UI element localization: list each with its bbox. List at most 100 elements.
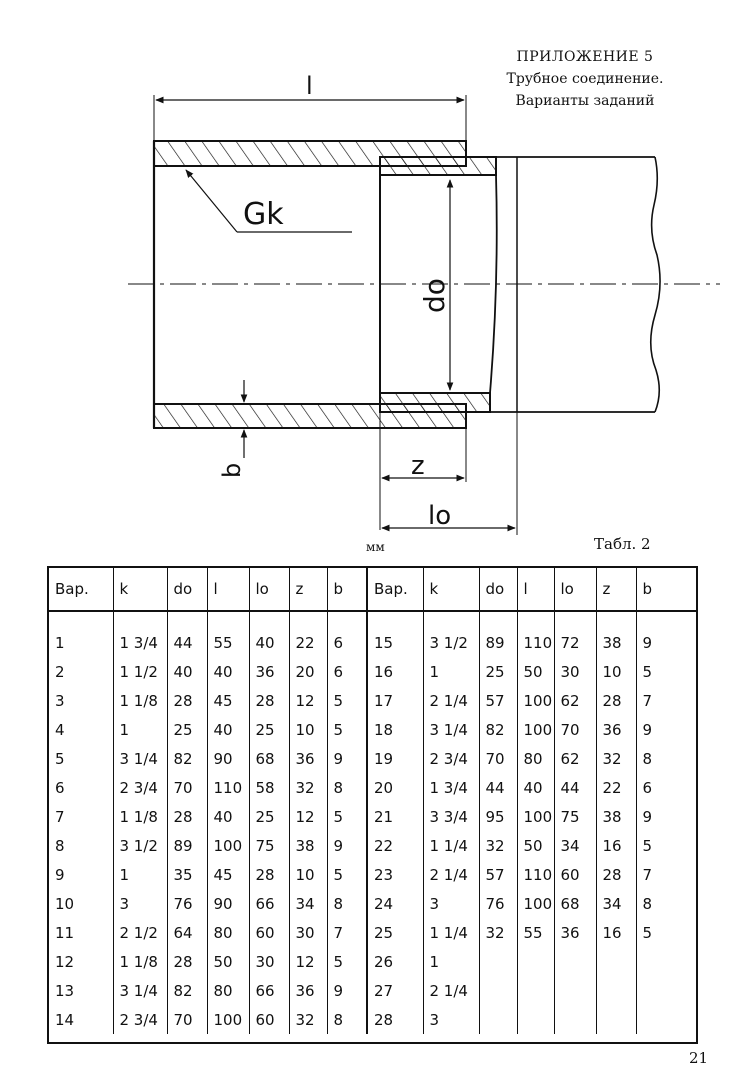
table-cell-variant: 12 <box>55 952 75 971</box>
table-cell-lo-2 <box>553 947 596 976</box>
table-cell-k: 3 <box>112 889 167 918</box>
table-cell-lo: 25 <box>248 802 289 831</box>
table-cell-variant-2: 17 <box>366 686 423 715</box>
table-cell-b: 5 <box>326 802 367 831</box>
table-cell-k-2: 3 3/4 <box>422 802 479 831</box>
table-cell-l-2: 80 <box>516 744 554 773</box>
table-cell-lo: 66 <box>248 889 289 918</box>
table-cell-z: 12 <box>288 947 327 976</box>
table-cell-l: 90 <box>206 744 249 773</box>
table-cell-z: 32 <box>288 773 327 802</box>
table-cell-k: 1 3/4 <box>112 611 167 657</box>
break-line <box>649 156 661 413</box>
table-cell-variant: 11 <box>55 923 75 942</box>
table-cell-do-2: 70 <box>478 744 517 773</box>
table-cell-z: 12 <box>288 802 327 831</box>
table-cell-b-2 <box>635 1005 696 1034</box>
table-cell-z-2: 28 <box>595 860 636 889</box>
table-cell-do-2: 89 <box>478 611 517 657</box>
table-cell-k-2: 2 1/4 <box>422 976 479 1005</box>
table-cell-variant-2: 24 <box>366 889 423 918</box>
table-cell-do-2: 76 <box>478 889 517 918</box>
column-header-variant: Вар. <box>49 568 113 612</box>
column-header-b: b <box>326 568 367 612</box>
table-cell-lo: 28 <box>248 860 289 889</box>
table-cell-do: 89 <box>166 831 207 860</box>
table-cell-b: 8 <box>326 773 367 802</box>
table-cell-do-2: 44 <box>478 773 517 802</box>
table-cell-do: 40 <box>166 657 207 686</box>
table-cell-variant-2: 15 <box>366 611 423 657</box>
table-cell-k-2: 1 1/4 <box>422 831 479 860</box>
table-cell-k: 1 1/8 <box>112 947 167 976</box>
table-cell-z: 10 <box>288 715 327 744</box>
table-cell-l-2: 50 <box>516 657 554 686</box>
table-cell-b: 6 <box>326 611 367 657</box>
table-cell-b-2: 7 <box>635 860 696 889</box>
table-cell-l: 40 <box>206 657 249 686</box>
table-cell-l-2 <box>516 1005 554 1034</box>
table-cell-b: 5 <box>326 686 367 715</box>
appendix-title: ПРИЛОЖЕНИЕ 5 <box>516 49 654 65</box>
table-cell-lo: 30 <box>248 947 289 976</box>
table-cell-l-2: 55 <box>516 918 554 947</box>
table-cell-z: 38 <box>288 831 327 860</box>
table-cell-l-2: 100 <box>516 889 554 918</box>
column-header-l-2: l <box>516 568 554 612</box>
table-cell-k-2: 3 1/4 <box>422 715 479 744</box>
table-cell-b-2: 5 <box>635 657 696 686</box>
table-cell-z-2: 38 <box>595 611 636 657</box>
table-cell-l: 110 <box>206 773 249 802</box>
table-cell-variant-2: 20 <box>366 773 423 802</box>
table-cell-l-2: 100 <box>516 802 554 831</box>
table-cell-do: 82 <box>166 744 207 773</box>
table-cell-b-2: 9 <box>635 611 696 657</box>
table-cell-variant: 2 <box>55 662 65 681</box>
table-cell-k-2: 3 <box>422 1005 479 1034</box>
table-cell-do-2: 57 <box>478 686 517 715</box>
table-cell-do: 44 <box>166 611 207 657</box>
table-cell-do-2: 25 <box>478 657 517 686</box>
table-cell-lo-2: 75 <box>553 802 596 831</box>
table-cell-b-2: 5 <box>635 831 696 860</box>
table-cell-do-2 <box>478 947 517 976</box>
table-cell-variant-2: 27 <box>366 976 423 1005</box>
table-cell-z: 36 <box>288 976 327 1005</box>
table-cell-z-2: 36 <box>595 715 636 744</box>
table-cell-variant: 5 <box>55 749 65 768</box>
table-cell-b: 8 <box>326 889 367 918</box>
table-cell-lo-2: 34 <box>553 831 596 860</box>
table-cell-lo-2 <box>553 1005 596 1034</box>
table-cell-do: 70 <box>166 773 207 802</box>
table-cell-k: 1 <box>112 860 167 889</box>
appendix-subtitle: Трубное соединение. <box>506 71 664 87</box>
table-cell-k-2: 1 <box>422 657 479 686</box>
table-cell-l-2: 40 <box>516 773 554 802</box>
table-cell-k-2: 3 <box>422 889 479 918</box>
table-cell-variant-2: 18 <box>366 715 423 744</box>
table-cell-z-2: 34 <box>595 889 636 918</box>
table-cell-z-2: 28 <box>595 686 636 715</box>
table-cell-z: 20 <box>288 657 327 686</box>
table-cell-b: 5 <box>326 947 367 976</box>
pipe-thread-top <box>379 156 497 176</box>
appendix-subtitle-2: Варианты заданий <box>515 93 655 109</box>
table-cell-b-2: 9 <box>635 802 696 831</box>
table-cell-lo: 66 <box>248 976 289 1005</box>
table-cell-do-2: 32 <box>478 918 517 947</box>
table-cell-lo: 58 <box>248 773 289 802</box>
column-header-z: z <box>288 568 327 612</box>
pipe-joint-drawing: l Gk do b z lo <box>128 72 720 535</box>
table-cell-z: 32 <box>288 1005 327 1034</box>
table-cell-do: 64 <box>166 918 207 947</box>
table-cell-do-2: 57 <box>478 860 517 889</box>
